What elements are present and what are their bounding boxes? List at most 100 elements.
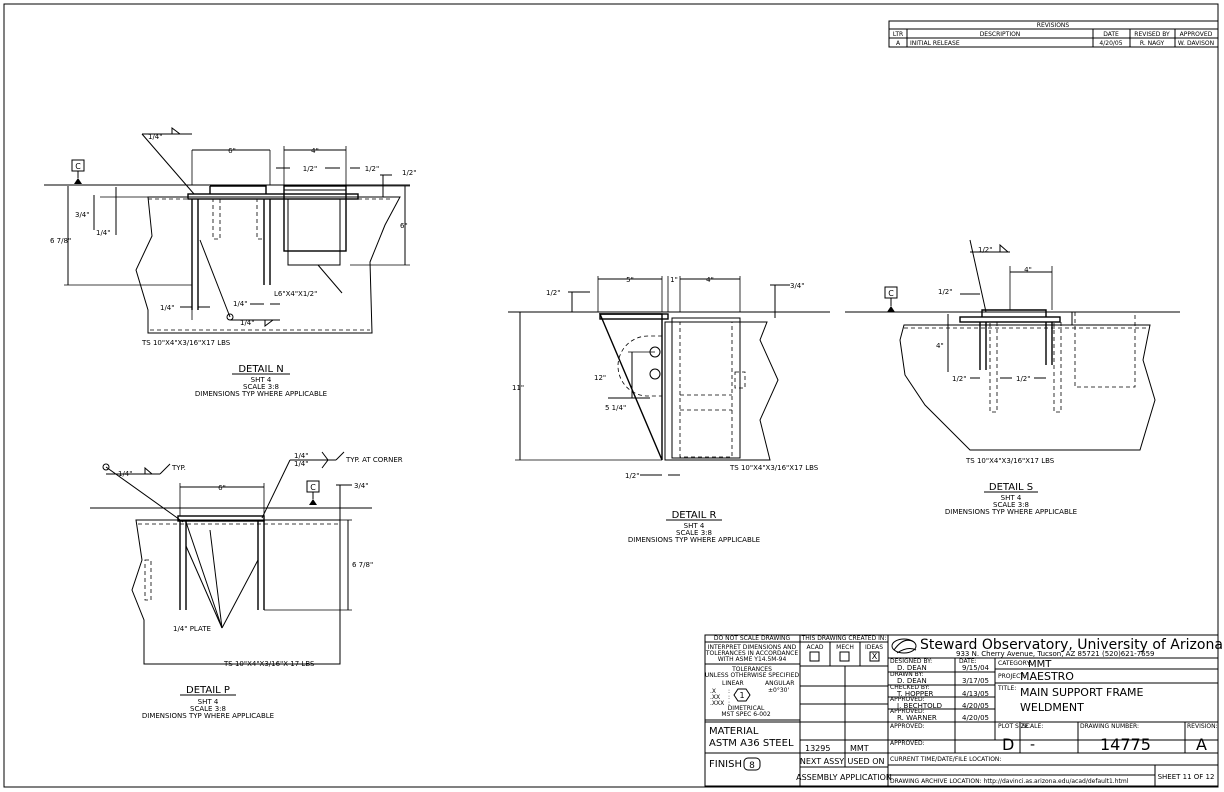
created-acad: ACAD	[807, 644, 824, 651]
dim-r-5: 5"	[626, 276, 634, 284]
steward-logo	[891, 638, 917, 654]
rev-header-revised-by: REVISED BY	[1134, 31, 1170, 38]
title-block: DO NOT SCALE DRAWING INTERPRET DIMENSION…	[704, 634, 1223, 787]
dim-s-half-a: 1/2"	[952, 375, 967, 383]
sheet-border	[3, 3, 1219, 788]
checked-by-value: T. HOPPER	[896, 690, 934, 698]
angle-bracket	[283, 185, 347, 252]
drawn-by-label: DRAWN BY:	[890, 671, 923, 678]
angle-label: L6"X4"X1/2"	[274, 290, 317, 298]
approved-label-4: APPROVED:	[890, 740, 925, 747]
dim-n-half-a: 1/2"	[303, 165, 318, 173]
datum-label: C	[75, 162, 81, 171]
detail-s-note: DIMENSIONS TYP WHERE APPLICABLE	[945, 508, 1077, 516]
dim-n-14-mid: 1/4"	[233, 300, 248, 308]
tube-label-n: TS 10"X4"X3/16"X17 LBS	[141, 339, 231, 347]
rev-header-date: DATE	[1103, 31, 1119, 38]
detail-s: C 1/2" 4" 1/2" 4" 1/2" 1/2"	[845, 239, 1180, 516]
ideas-checkbox	[869, 651, 880, 662]
acad-checkbox	[809, 651, 820, 662]
detail-r: 5" 1" 4" 3/4" 1/2" 11" 12" 5 1/4" 1/2" T…	[508, 276, 830, 544]
tube-p	[131, 519, 341, 665]
drawn-date: 3/17/05	[962, 677, 989, 685]
archive-label: DRAWING ARCHIVE LOCATION: http://davinci…	[890, 778, 1129, 785]
dim-n-4: 4"	[311, 147, 319, 155]
weld-p-top2: 1/4"	[294, 460, 309, 468]
tolerances-label: TOLERANCES	[731, 666, 772, 673]
detail-r-sht: SHT 4	[684, 522, 705, 530]
dim-n-6: 6"	[228, 147, 236, 155]
tube-label-s: TS 10"X4"X3/16"X17 LBS	[965, 457, 1055, 465]
angular-label: ANGULAR	[765, 680, 794, 687]
tube-r	[664, 321, 779, 461]
dim-n-34: 3/4"	[75, 211, 90, 219]
weld-p-left: 1/4"	[118, 470, 133, 478]
tube-label-p: TS 10"X4"X3/16"X 17 LBS	[223, 660, 315, 668]
dim-r-514: 5 1/4"	[605, 404, 626, 412]
weld-p-top: 1/4"	[294, 452, 309, 460]
weld-s: 1/2"	[978, 246, 993, 254]
interpret-line-1: INTERPRET DIMENSIONS AND	[708, 644, 797, 651]
dim-n-half-b: 1/2"	[365, 165, 380, 173]
ideas-check-mark: X	[872, 652, 878, 661]
dim-r-half-bottom: 1/2"	[625, 472, 640, 480]
date-label: DATE:	[959, 658, 977, 665]
revisions-title: REVISIONS	[1037, 22, 1070, 29]
typ-label-p: TYP.	[171, 464, 186, 472]
finish-label: FINISH	[709, 759, 742, 770]
dim-r-12: 12"	[594, 374, 606, 382]
plot-size-label: PLOT SIZE	[998, 723, 1029, 730]
next-assy-label: NEXT ASSY	[800, 757, 844, 766]
rev-header-approved: APPROVED	[1180, 31, 1213, 38]
approved-2-date: 4/20/05	[962, 714, 989, 722]
mst-spec-label: MST SPEC 6-002	[721, 711, 770, 718]
detail-r-title: DETAIL R	[672, 510, 717, 521]
checked-date: 4/13/05	[962, 690, 989, 698]
title-line-2: WELDMENT	[1020, 701, 1084, 714]
approved-2-value: R. WARNER	[897, 714, 937, 722]
dim-p-6: 6"	[218, 484, 226, 492]
revision-value: A	[1196, 735, 1207, 754]
application-label: ASSEMBLY APPLICATION	[796, 773, 892, 782]
dim-s-half-b: 1/2"	[1016, 375, 1031, 383]
tube-outline	[135, 196, 401, 334]
detail-s-title: DETAIL S	[989, 482, 1033, 493]
plot-size-value: D	[1002, 735, 1014, 754]
unless-label: UNLESS OTHERWISE SPECIFIED	[705, 672, 800, 679]
checked-by-label: CHECKED BY:	[890, 684, 930, 691]
linear-label: LINEAR	[722, 680, 744, 687]
approved-label-2: APPROVED:	[890, 708, 925, 715]
angular-value: ±0°30'	[768, 687, 789, 694]
weld-n-bottom: 1/4"	[240, 319, 255, 327]
detail-p-sht: SHT 4	[198, 698, 219, 706]
approved-label-1: APPROVED:	[890, 696, 925, 703]
rev-row-approved: W. DAVISON	[1178, 40, 1214, 47]
approved-1-value: J. BECHTOLD	[896, 702, 942, 710]
rev-row-revised-by: R. NAGY	[1140, 40, 1165, 47]
interpret-line-2: TOLERANCES IN ACCORDANCE	[705, 650, 798, 657]
rev-header-ltr: LTR	[893, 31, 903, 38]
approved-label-3: APPROVED:	[890, 723, 925, 730]
category-label: CATEGORY:	[998, 660, 1031, 667]
finish-value: 8	[749, 761, 755, 771]
drawing-number-label: DRAWING NUMBER:	[1080, 723, 1139, 730]
title-line-1: MAIN SUPPORT FRAME	[1020, 686, 1144, 699]
interpret-line-3: WITH ASME Y14.5M-94	[718, 656, 787, 663]
detail-p: 1/4" TYP. 1/4" PLATE 1/4" 1/4" TYP. AT C…	[90, 451, 403, 720]
drawn-by-value: D. DEAN	[897, 677, 927, 685]
tube-label-r: TS 10"X4"X3/16"X17 LBS	[729, 464, 819, 472]
detail-r-note: DIMENSIONS TYP WHERE APPLICABLE	[628, 536, 760, 544]
material-value: ASTM A36 STEEL	[709, 738, 794, 749]
dimetrical-label: DIMETRICAL	[728, 705, 765, 712]
revision-label: REVISION:	[1187, 723, 1218, 730]
detail-r-scale: SCALE 3:8	[676, 529, 712, 537]
detail-s-scale: SCALE 3:8	[993, 501, 1029, 509]
dim-r-half-top: 1/2"	[546, 289, 561, 297]
detail-n-note: DIMENSIONS TYP WHERE APPLICABLE	[195, 390, 327, 398]
dim-r-4: 4"	[706, 276, 714, 284]
created-ideas: IDEAS	[865, 644, 883, 651]
tube-s	[899, 324, 1156, 451]
no-scale-label: DO NOT SCALE DRAWING	[714, 635, 791, 642]
used-on-label: USED ON	[848, 757, 885, 766]
tol-xx-sep: :	[728, 694, 730, 701]
